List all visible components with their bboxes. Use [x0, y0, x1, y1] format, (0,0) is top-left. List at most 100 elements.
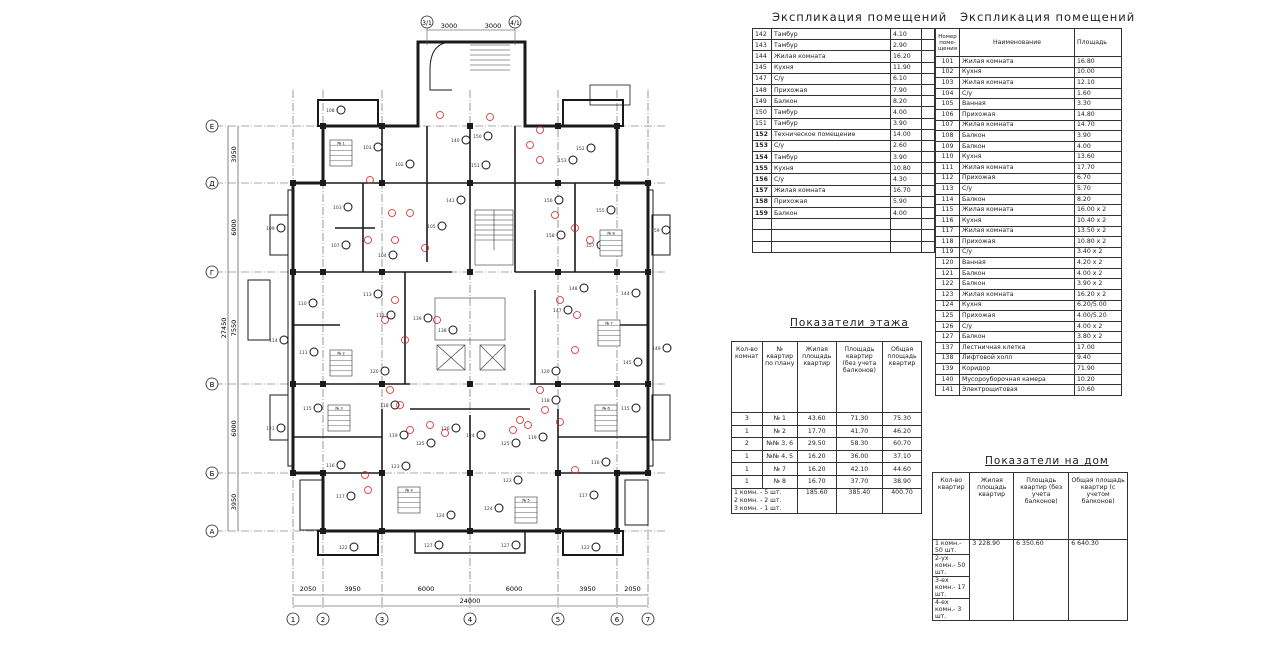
room-count-note: 2 комн. - 2 шт.: [734, 496, 782, 504]
table-cell: 46.20: [882, 424, 922, 439]
room-number: 118: [380, 403, 389, 409]
room-name: Балкон: [959, 130, 1075, 142]
axis-label: 6: [615, 616, 620, 624]
room-number: 109: [934, 140, 961, 153]
empty-cell: [921, 95, 935, 108]
axis-bubble: [375, 612, 389, 626]
column-header: Общая площадь квартир (с учетом балконов…: [1068, 472, 1128, 540]
column: [614, 269, 620, 275]
room-marker-icon: [563, 305, 573, 315]
room-number: 102: [395, 162, 404, 168]
value-cell: 6 350.60: [1013, 539, 1070, 621]
table-cell: №№ 3, 6: [761, 437, 798, 451]
room-marker-icon: [631, 403, 641, 413]
table-row: 4-ех комн.- 3 шт.: [931, 598, 1128, 621]
axis-label: Е: [210, 123, 214, 131]
room-number: 157: [586, 243, 595, 249]
room-number: 102: [934, 66, 961, 79]
table-cell: № 2: [761, 424, 798, 439]
room-area: 3.90: [890, 117, 922, 130]
floor-indicators-title: Показатели этажа: [790, 317, 909, 329]
room-marker-icon: [579, 283, 589, 293]
room-name: Жилая комната: [771, 184, 891, 197]
room-number: 159: [651, 228, 660, 234]
apartment-tag: [397, 486, 421, 514]
room-marker-icon: [341, 240, 351, 250]
room-number: 138: [934, 352, 961, 365]
dimension-label: 6000: [506, 585, 523, 593]
room-marker-icon: [481, 160, 491, 170]
column-header: Общая площадь квартир: [882, 341, 922, 413]
room-number: 115: [934, 204, 961, 216]
room-number: 153: [752, 139, 772, 153]
room-marker-icon: [336, 105, 346, 115]
room-area: 6.70: [1074, 172, 1122, 185]
dimension-label: 3950: [230, 494, 238, 511]
room-number: 153: [558, 158, 567, 164]
room-area: 16.00 x 2: [1074, 204, 1122, 216]
room-marker-icon: [456, 195, 466, 205]
room-number: 138: [438, 328, 447, 334]
empty-cell: [921, 61, 935, 74]
apartment-tag: [329, 139, 353, 167]
room-marker-icon: [276, 423, 286, 433]
room-area: 12.10: [1074, 77, 1122, 89]
room-marker-icon: [386, 310, 396, 320]
room-name: Лифтовой холл: [959, 352, 1075, 365]
room-marker-icon: [606, 205, 616, 215]
door-marker-icon: [571, 346, 579, 354]
room-name: С/у: [959, 183, 1075, 195]
room-number: 154: [752, 151, 772, 164]
column-header: Жилая площадь квартир: [796, 341, 837, 413]
value-cell: 6 640.30: [1068, 539, 1128, 621]
empty-cell: [921, 27, 935, 41]
axis-bubble: [205, 176, 219, 190]
room-name: Жилая комната: [959, 204, 1075, 216]
room-name: Тамбур: [771, 151, 891, 164]
room-name: Прихожая: [771, 83, 891, 97]
room-area: 14.70: [1074, 119, 1122, 132]
room-marker-icon: [448, 325, 458, 335]
room-number: 119: [934, 246, 961, 259]
room-number: 155: [596, 208, 605, 214]
axis-label: 3/1: [422, 20, 432, 27]
table-cell: 17.70: [796, 424, 837, 439]
axis-label: А: [210, 528, 215, 536]
empty-cell: [921, 117, 935, 130]
column: [290, 269, 296, 275]
table-cell: 29.50: [796, 437, 837, 451]
stair-core: [434, 44, 514, 371]
room-number: 126: [934, 320, 961, 333]
room-number: 112: [376, 313, 385, 319]
room-area: 13.50 x 2: [1074, 225, 1122, 238]
room-number: 151: [752, 117, 772, 130]
apartment-tag: [599, 229, 623, 257]
door-marker-icon: [433, 316, 441, 324]
column: [467, 381, 473, 387]
door-marker-icon: [366, 176, 374, 184]
axis-bubble: [205, 524, 219, 538]
door-marker-icon: [571, 466, 579, 474]
room-number: 143: [752, 39, 772, 52]
column: [614, 381, 620, 387]
room-marker-icon: [633, 357, 643, 367]
room-number: 119: [528, 435, 537, 441]
column: [555, 381, 561, 387]
axis-label: Г: [210, 269, 214, 277]
table-cell: 1: [731, 449, 763, 464]
dimension-label: 3950: [579, 585, 596, 593]
room-name: Балкон: [959, 193, 1075, 206]
column: [379, 381, 385, 387]
column: [379, 528, 385, 534]
axis-label: 1: [291, 616, 295, 624]
